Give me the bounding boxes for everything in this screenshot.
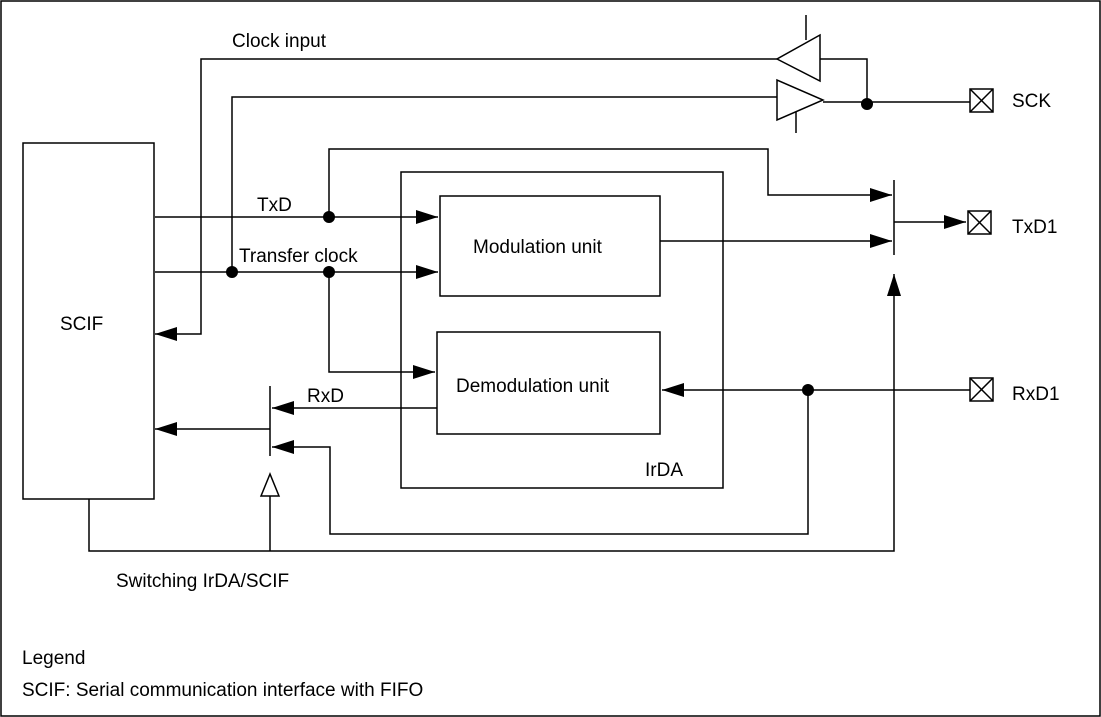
- rxd-bypass-wire: [272, 390, 809, 535]
- scif-label: SCIF: [60, 314, 103, 335]
- transfer-clock-junction-left: [226, 266, 238, 278]
- clock-output-buffer: [776, 78, 825, 122]
- txd1-pin-label: TxD1: [1012, 217, 1057, 238]
- transfer-clock-label: Transfer clock: [239, 246, 358, 267]
- txd-label: TxD: [257, 195, 292, 216]
- rxd1-pin: [969, 377, 994, 402]
- demodulation-unit-block: [436, 331, 661, 435]
- legend-text: SCIF: Serial communication interface wit…: [22, 680, 423, 701]
- irda-label: IrDA: [645, 460, 683, 481]
- sck-pin: [969, 88, 994, 113]
- rxd-label: RxD: [307, 386, 344, 407]
- switching-hollow-arrow: [259, 472, 281, 497]
- legend-title: Legend: [22, 648, 85, 669]
- demod-clock-wire: [328, 272, 435, 379]
- scif-block: [22, 142, 155, 500]
- demodulation-unit-label: Demodulation unit: [456, 376, 610, 397]
- sck-to-input-buffer-wire: [820, 58, 868, 105]
- clock-input-label: Clock input: [232, 31, 327, 52]
- rxd1-pin-label: RxD1: [1012, 384, 1060, 405]
- switching-label: Switching IrDA/SCIF: [116, 571, 289, 592]
- clock-output-wire: [231, 96, 777, 272]
- txd1-pin: [967, 210, 992, 235]
- sck-pin-label: SCK: [1012, 91, 1051, 112]
- txd-bypass-wire: [328, 148, 892, 217]
- modulation-unit-label: Modulation unit: [473, 237, 603, 258]
- switching-control-wire: [88, 274, 901, 552]
- clock-input-buffer: [775, 33, 821, 83]
- clock-input-wire: [155, 58, 777, 341]
- modulation-unit-block: [439, 195, 661, 297]
- sck-junction: [861, 98, 873, 110]
